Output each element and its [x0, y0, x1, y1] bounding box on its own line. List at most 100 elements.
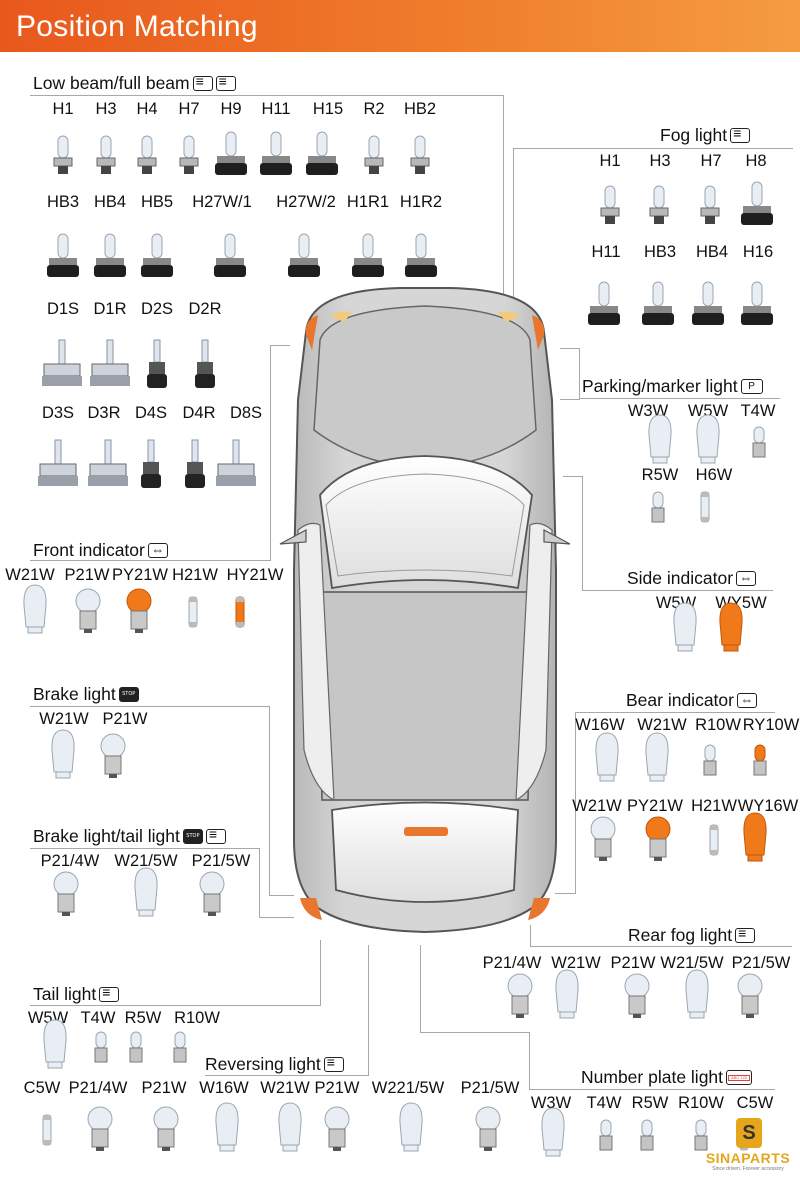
section-rear-fog-label: Rear fog light: [628, 925, 733, 945]
bulb-image: [129, 1031, 143, 1063]
bulb-image: [260, 131, 292, 175]
bulb-label: H16: [742, 243, 774, 261]
bulb-image: [752, 426, 766, 458]
bulb-label: W21W: [572, 797, 622, 815]
car-top-view: [270, 280, 580, 940]
connector-line: [580, 398, 780, 399]
bulb-image: [134, 867, 158, 917]
bulb-label: R5W: [631, 1094, 669, 1112]
bulb-image: [696, 414, 720, 464]
bulb-label: H11: [261, 100, 291, 118]
connector-line: [30, 848, 260, 849]
bulb-image: [42, 1114, 52, 1146]
bulb-label: R10W: [174, 1009, 220, 1027]
bulb-label: P21/4W: [68, 1079, 128, 1097]
bulb-label: H7: [700, 152, 722, 170]
connector-line: [575, 712, 775, 713]
brand-logo-mark: S: [736, 1118, 762, 1148]
bulb-label: W21/5W: [660, 954, 724, 972]
bulb-label: H21W: [691, 797, 737, 815]
bulb-label: P21W: [102, 710, 148, 728]
bulb-image: [541, 1107, 565, 1157]
bulb-image: [288, 233, 320, 277]
section-title-tail: Tail light: [33, 984, 120, 1005]
bulb-image: [595, 732, 619, 782]
bulb-image: [555, 969, 579, 1019]
bulb-image: [651, 491, 665, 523]
tail-light-icon: [99, 985, 120, 1002]
bulb-image: [741, 181, 773, 225]
bulb-label: H11: [591, 243, 621, 261]
connector-line: [270, 345, 290, 560]
bulb-image: [703, 744, 717, 776]
bulb-image: [173, 1031, 187, 1063]
section-title-low-beam: Low beam/full beam: [33, 73, 236, 94]
bulb-image: [709, 824, 719, 856]
bulb-label: P21/4W: [482, 954, 542, 972]
bulb-image: [700, 185, 720, 224]
brand-logo-tagline: Since driven. Forever accessory: [712, 1166, 784, 1172]
connector-line: [320, 940, 321, 1006]
bulb-label: H3: [95, 100, 117, 118]
bulb-label: H15: [312, 100, 344, 118]
bulb-image: [624, 973, 650, 1018]
bulb-label: H1: [52, 100, 74, 118]
connector-line: [269, 895, 294, 896]
connector-line: [368, 945, 369, 1075]
header-banner: Position Matching: [0, 0, 800, 52]
bulb-label: W21W: [637, 716, 687, 734]
bulb-image: [23, 584, 47, 634]
bulb-image: [75, 588, 101, 633]
bulb-image: [42, 339, 82, 386]
section-parking-label: Parking/marker light: [582, 376, 738, 396]
bulb-image: [743, 812, 767, 862]
bulb-label: D1R: [93, 300, 127, 318]
bulb-label: R2: [363, 100, 385, 118]
section-title-fog: Fog light: [660, 125, 751, 146]
bulb-image: [153, 1106, 179, 1151]
page-title: Position Matching: [16, 10, 258, 43]
section-front-indicator-label: Front indicator: [33, 540, 145, 560]
bulb-image: [38, 439, 78, 486]
bulb-label: W5W: [687, 402, 729, 420]
bulb-label: W3W: [627, 402, 669, 420]
bulb-image: [741, 281, 773, 325]
bulb-label: H3: [649, 152, 671, 170]
bulb-label: R5W: [641, 466, 679, 484]
bulb-image: [649, 185, 669, 224]
bulb-label: W3W: [530, 1094, 572, 1112]
bulb-label: P21W: [314, 1079, 360, 1097]
bulb-label: H4: [136, 100, 158, 118]
bulb-image: [126, 588, 152, 633]
bulb-image: [399, 1102, 423, 1152]
bulb-label: R10W: [678, 1094, 724, 1112]
section-low-beam-label: Low beam/full beam: [33, 73, 190, 93]
bulb-image: [235, 596, 245, 628]
bulb-label: H6W: [695, 466, 733, 484]
bulb-image: [753, 744, 767, 776]
connector-line: [513, 148, 514, 310]
bulb-label: RY10W: [742, 716, 800, 734]
bulb-image: [199, 871, 225, 916]
bulb-label: D4S: [134, 404, 168, 422]
bulb-label: H8: [745, 152, 767, 170]
bulb-label: P21/5W: [731, 954, 791, 972]
section-number-plate-label: Number plate light: [581, 1067, 724, 1087]
bulb-image: [306, 131, 338, 175]
section-title-brake-tail: Brake light/tail light: [33, 826, 226, 847]
bulb-label: H1: [599, 152, 621, 170]
bulb-label: HB4: [695, 243, 729, 261]
connector-line: [555, 893, 576, 894]
bulb-label: HB3: [46, 193, 80, 211]
bulb-image: [87, 1106, 113, 1151]
bulb-label: P21/4W: [40, 852, 100, 870]
bulb-image: [645, 816, 671, 861]
bulb-label: H27W/2: [276, 193, 336, 211]
bulb-label: W16W: [575, 716, 625, 734]
brake-stop-icon: [118, 687, 139, 702]
section-title-reversing: Reversing light: [205, 1054, 344, 1075]
bulb-image: [685, 969, 709, 1019]
section-tail-label: Tail light: [33, 984, 97, 1004]
section-fog-label: Fog light: [660, 125, 728, 145]
connector-line: [205, 1075, 369, 1076]
